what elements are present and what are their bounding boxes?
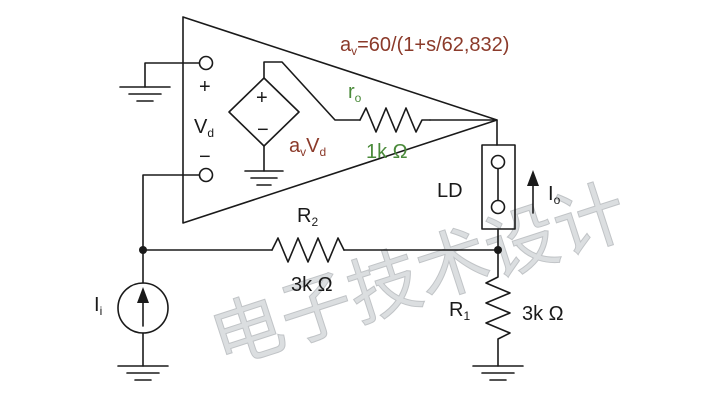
ro-value-label: 1k Ω (366, 141, 408, 163)
io-arrow (527, 170, 539, 214)
svg-text:电子技术设计: 电子技术设计 (201, 172, 637, 382)
dependent-source (228, 61, 361, 186)
plus-input-terminal (198, 55, 214, 71)
gain-formula-label: av=60/(1+s/62,832) (340, 34, 509, 58)
ro-to-output-wire (429, 119, 498, 146)
ro-resistor (359, 107, 431, 133)
vd-label: Vd (194, 116, 214, 140)
ro-label: ro (348, 81, 362, 105)
source-minus-sign: − (257, 119, 269, 141)
r1-value-label: 3k Ω (522, 303, 564, 325)
r2-label: R2 (297, 205, 318, 229)
r1-resistor (485, 249, 511, 367)
r2-resistor (271, 237, 345, 263)
r2-value-label: 3k Ω (291, 274, 333, 296)
minus-input-wire (142, 174, 200, 251)
watermark: 电子技术设计 (201, 171, 638, 382)
r1-ground (472, 365, 524, 381)
plus-input-ground (119, 62, 200, 102)
ii-label: Ii (94, 294, 102, 318)
plus-input-sign: + (199, 76, 211, 98)
opamp-triangle (182, 16, 498, 224)
minus-input-sign: − (199, 146, 211, 168)
ld-label: LD (437, 180, 463, 202)
current-source (117, 249, 169, 381)
minus-input-terminal (198, 167, 214, 183)
r1-label: R1 (449, 299, 470, 323)
source-plus-sign: + (256, 87, 268, 109)
io-label: Io (548, 183, 561, 207)
avvd-label: avVd (289, 135, 326, 159)
